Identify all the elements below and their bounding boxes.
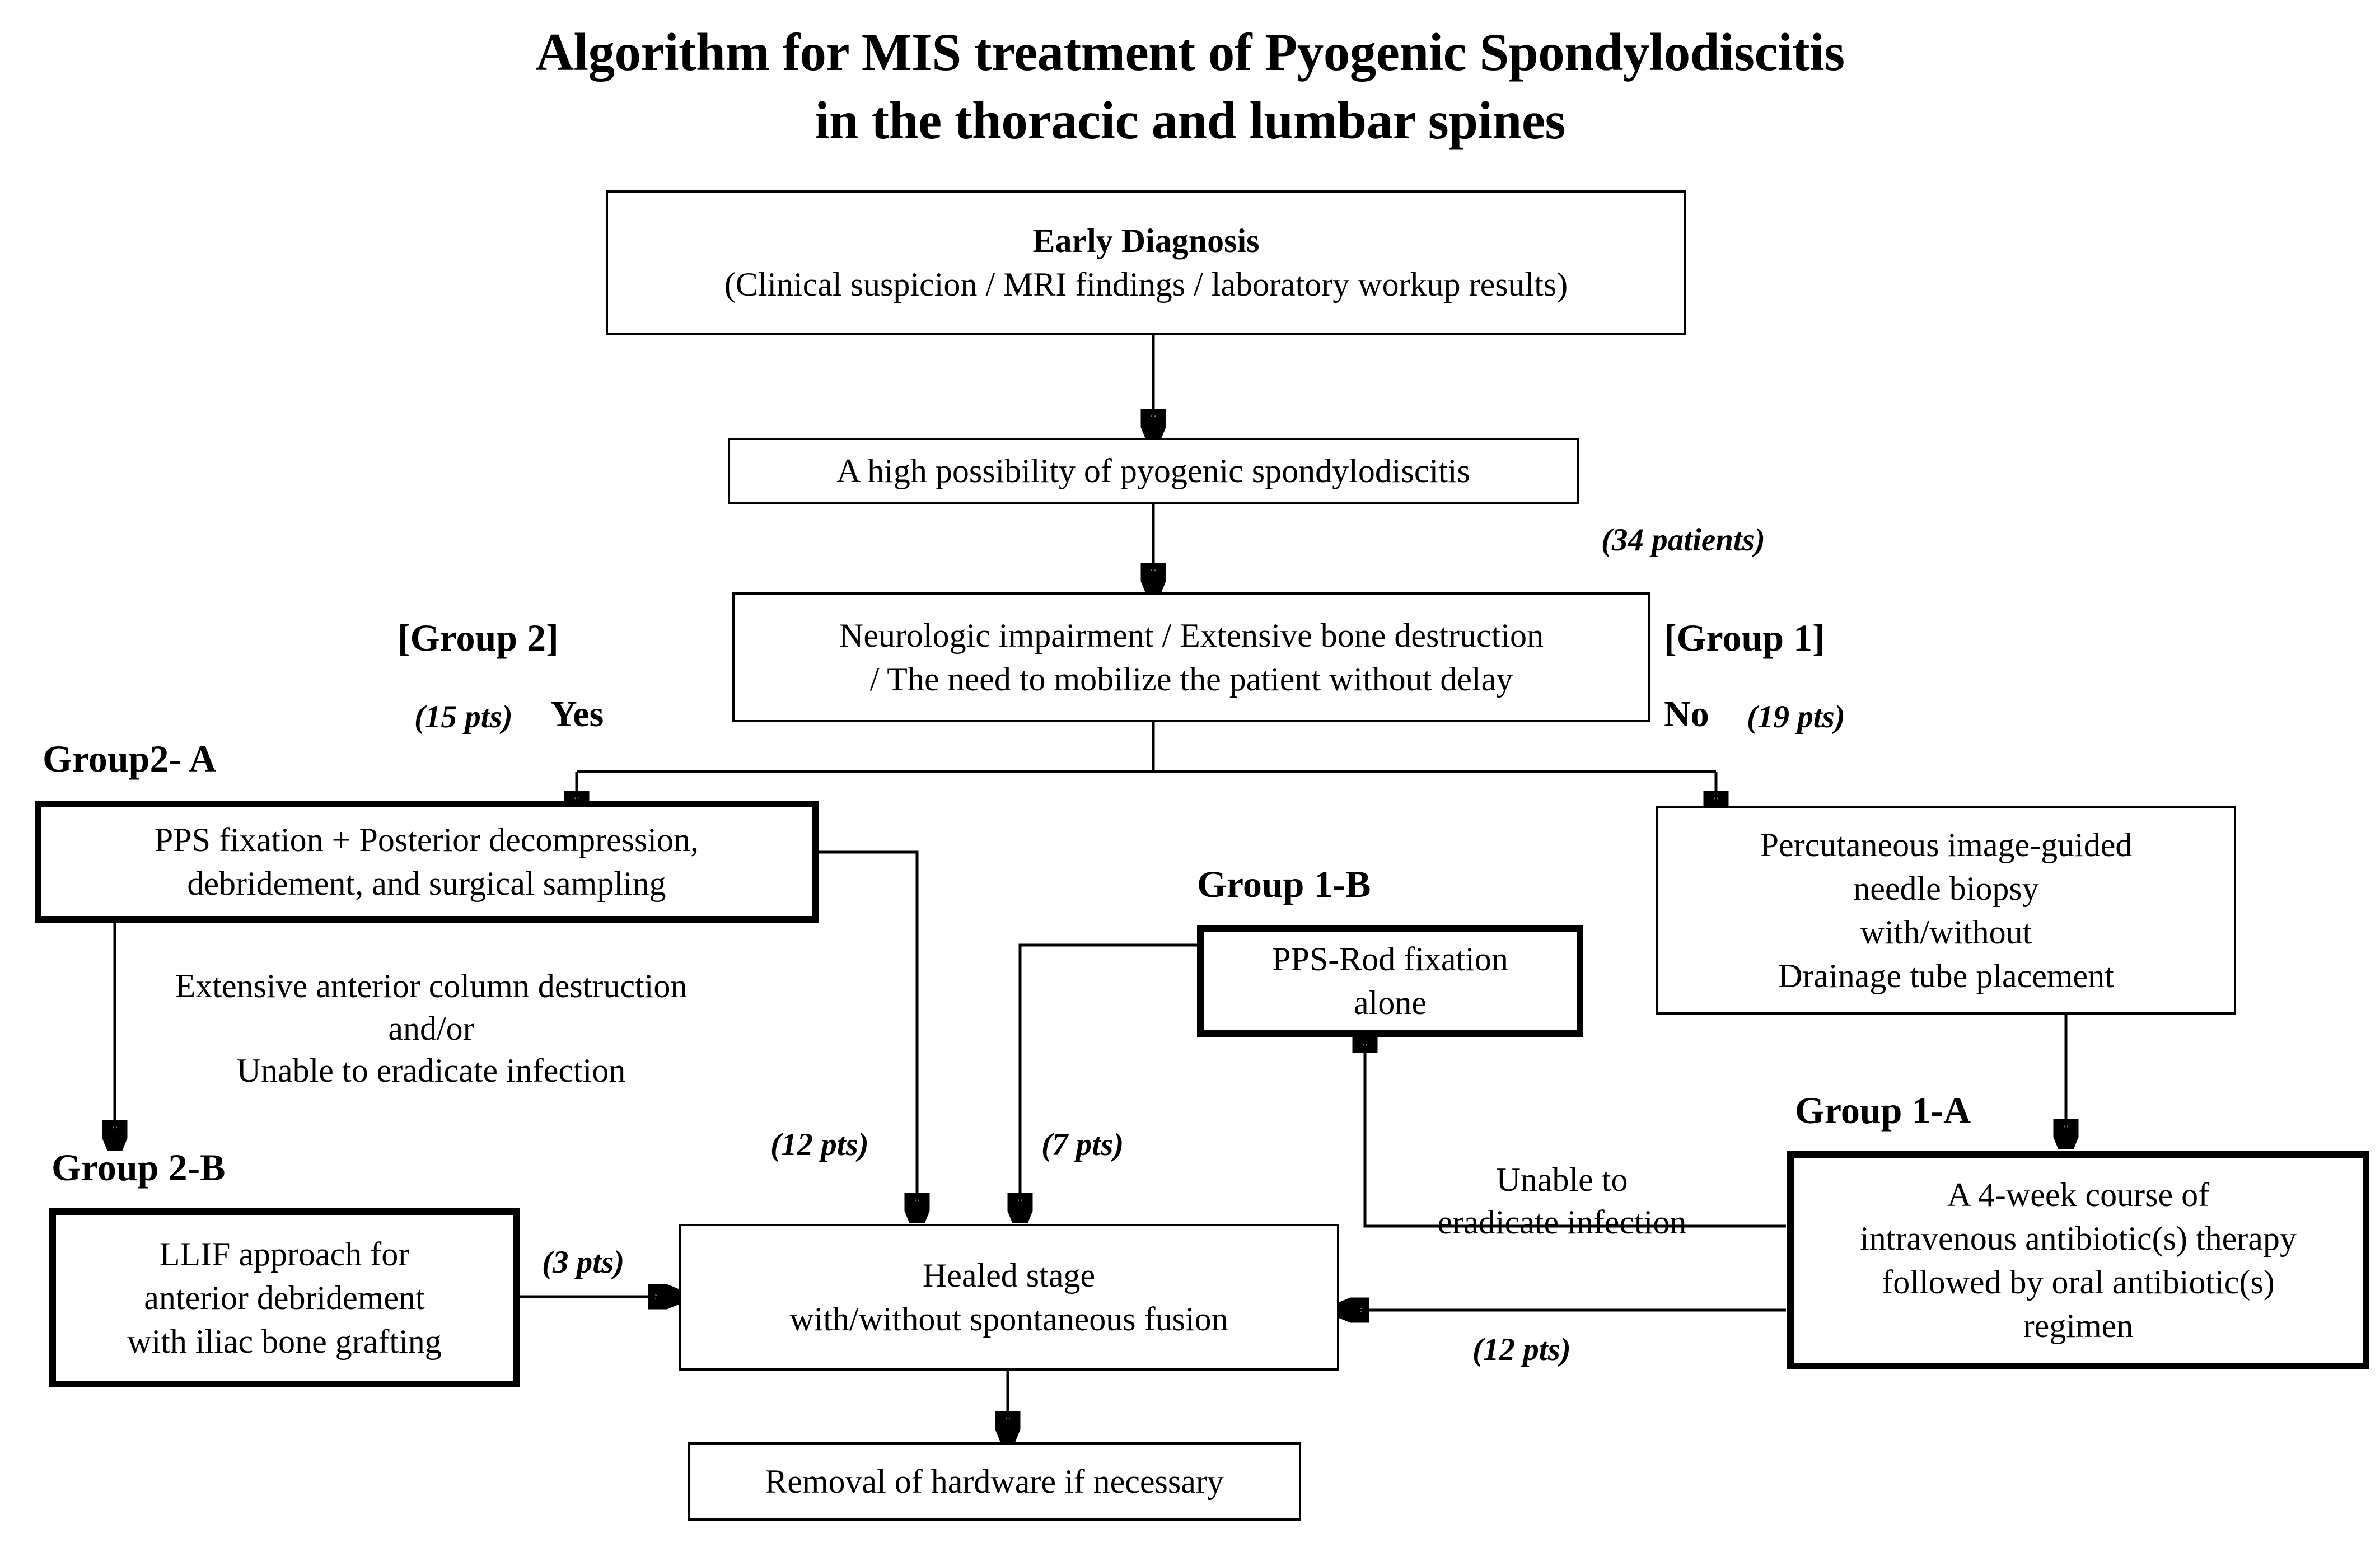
label-group1a: Group 1-A <box>1795 1089 1971 1132</box>
chart-title-line2: in the thoracic and lumbar spines <box>815 91 1565 150</box>
annotation-failure-left: Extensive anterior column destruction an… <box>175 967 688 1090</box>
group1a-line3: followed by oral antibiotic(s) <box>1882 1264 2275 1301</box>
annotation-group2-pts: (15 pts) <box>414 699 513 735</box>
chart-title-line1: Algorithm for MIS treatment of Pyogenic … <box>535 22 1845 82</box>
node-removal-hardware[interactable]: Removal of hardware if necessary <box>688 1442 1301 1521</box>
label-group1-bracket: [Group 1] <box>1664 616 1825 659</box>
annotation-group2a-healed-pts: (12 pts) <box>770 1127 869 1162</box>
annotation-group1b-healed-pts: (7 pts) <box>1041 1127 1124 1162</box>
node-decision[interactable]: Neurologic impairment / Extensive bone d… <box>732 592 1650 722</box>
annotation-failure-right: Unable to eradicate infection <box>1437 1161 1687 1241</box>
group2b-line2: anterior debridement <box>144 1279 425 1316</box>
label-group2-bracket: [Group 2] <box>398 616 559 659</box>
annotation-total-patients: (34 patients) <box>1601 522 1765 558</box>
edge-group2a-to-healed <box>819 850 917 1221</box>
label-group2a: Group2- A <box>43 737 217 780</box>
node-group1b-treatment[interactable]: PPS-Rod fixation alone <box>1197 925 1583 1037</box>
decision-line1: Neurologic impairment / Extensive bone d… <box>839 617 1544 654</box>
node-group2a-treatment[interactable]: PPS fixation + Posterior decompression, … <box>35 801 819 923</box>
node-percutaneous-biopsy[interactable]: Percutaneous image-guided needle biopsy … <box>1656 806 2236 1015</box>
early-diagnosis-heading: Early Diagnosis <box>1032 222 1260 259</box>
node-group2b-treatment[interactable]: LLIF approach for anterior debridement w… <box>49 1208 520 1387</box>
biopsy-line2: needle biopsy <box>1853 870 2039 907</box>
label-group2b: Group 2-B <box>52 1146 226 1189</box>
decision-line2: / The need to mobilize the patient witho… <box>869 661 1513 698</box>
node-group1a-antibiotics[interactable]: A 4-week course of intravenous antibioti… <box>1787 1151 2369 1369</box>
group2b-line1: LLIF approach for <box>159 1236 410 1273</box>
group1a-line1: A 4-week course of <box>1947 1176 2210 1213</box>
annotation-group1a-healed-pts: (12 pts) <box>1472 1332 1571 1367</box>
label-no: No <box>1664 694 1709 735</box>
label-yes: Yes <box>550 694 604 735</box>
group1a-line4: regimen <box>2023 1307 2134 1344</box>
early-diagnosis-detail: (Clinical suspicion / MRI findings / lab… <box>724 266 1568 303</box>
healed-line2: with/without spontaneous fusion <box>789 1301 1228 1338</box>
group2b-line3: with iliac bone grafting <box>127 1323 442 1360</box>
group1b-line1: PPS-Rod fixation <box>1272 941 1508 978</box>
biopsy-line4: Drainage tube placement <box>1778 957 2114 994</box>
removal-text: Removal of hardware if necessary <box>765 1463 1224 1500</box>
biopsy-line1: Percutaneous image-guided <box>1760 826 2133 863</box>
node-early-diagnosis[interactable]: Early Diagnosis (Clinical suspicion / MR… <box>606 190 1686 335</box>
annotation-group1-pts: (19 pts) <box>1747 699 1845 735</box>
node-high-possibility[interactable]: A high possibility of pyogenic spondylod… <box>728 438 1579 504</box>
label-group1b: Group 1-B <box>1197 863 1371 905</box>
group2a-line2: debridement, and surgical sampling <box>187 865 666 902</box>
biopsy-line3: with/without <box>1860 914 2032 951</box>
group1a-line2: intravenous antibiotic(s) therapy <box>1860 1220 2297 1257</box>
node-healed-stage[interactable]: Healed stage with/without spontaneous fu… <box>679 1224 1339 1371</box>
high-possibility-text: A high possibility of pyogenic spondylod… <box>836 452 1470 489</box>
healed-line1: Healed stage <box>922 1257 1096 1294</box>
annotation-group2b-healed-pts: (3 pts) <box>542 1245 625 1280</box>
edge-group1b-to-healed <box>1020 943 1198 1221</box>
group1b-line2: alone <box>1354 984 1427 1021</box>
group2a-line1: PPS fixation + Posterior decompression, <box>154 821 699 858</box>
